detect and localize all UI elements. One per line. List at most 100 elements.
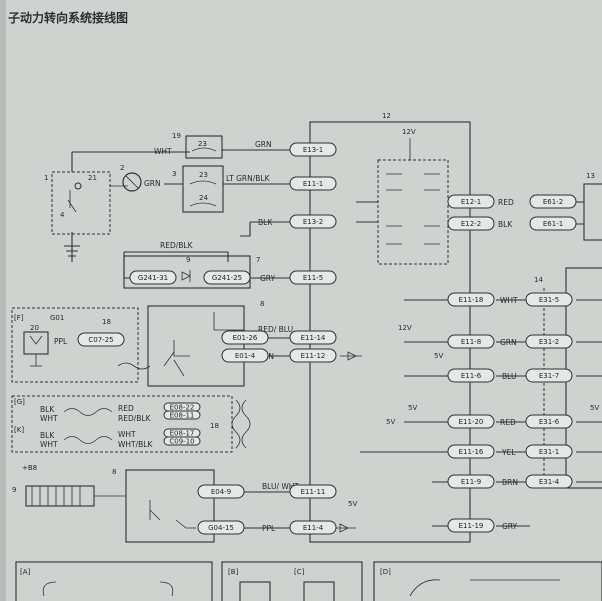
- connector-pill: [447, 194, 495, 209]
- comp16-number: 18: [102, 318, 111, 326]
- comp9-number: 9: [12, 486, 16, 494]
- connector-e61-1: E61-1: [529, 216, 577, 231]
- view-d-shape: [409, 579, 560, 597]
- connector-pill: [221, 348, 269, 363]
- relay-number: 1: [44, 174, 48, 182]
- label-wht-k: WHT: [40, 440, 58, 449]
- connector-label: E11-4: [303, 524, 324, 532]
- fusebox-number: 3: [172, 170, 176, 178]
- connector-e11-18: E11-18: [447, 292, 495, 307]
- connector-pill: [197, 520, 245, 535]
- relay-coil-number: 4: [60, 211, 65, 219]
- connector-pill: [525, 292, 573, 307]
- comp20-symbol: [29, 335, 43, 345]
- connector-pill: [289, 270, 337, 285]
- diode-mid: [340, 351, 362, 361]
- label-b-plus: +B8: [22, 464, 37, 472]
- connector-e08-17: E08-17: [163, 428, 201, 438]
- view-a-box: [15, 561, 213, 601]
- fusebox-elements: [189, 180, 217, 207]
- twisted-vertical: [231, 399, 251, 449]
- connector-e31-7: E31-7: [525, 368, 573, 383]
- connector-pill: [525, 474, 573, 489]
- twisted-g1: [63, 408, 113, 416]
- connector-label: E08-22: [170, 404, 195, 412]
- connector-label: E31-1: [539, 448, 559, 456]
- connector-e08-22: E08-22: [163, 402, 201, 412]
- label-blk-k: BLK: [40, 431, 55, 440]
- view-a-shape: [42, 581, 174, 597]
- connector-label: E11-1: [303, 180, 323, 188]
- connector-c07-25: C07-25: [77, 332, 125, 347]
- connector-pill: [221, 330, 269, 345]
- ignition-switch-needle: [125, 175, 139, 189]
- connector-e11-5: E11-5: [289, 270, 337, 285]
- connector-e31-1: E31-1: [525, 444, 573, 459]
- v-5v-r1: 5V: [434, 352, 443, 360]
- connector-e11-8: E11-8: [447, 334, 495, 349]
- label-blk-motor: BLK: [498, 220, 513, 229]
- connector-pill: [447, 518, 495, 533]
- connector-e11-4: E11-4: [289, 520, 337, 535]
- v-12v-r: 12V: [398, 324, 412, 332]
- connector-pill: [289, 176, 337, 191]
- view-a-label: [A]: [20, 568, 31, 576]
- module10-box: [147, 305, 245, 387]
- label-red-r: RED: [500, 418, 516, 427]
- label-red-motor: RED: [498, 198, 514, 207]
- connector-pill: [289, 520, 337, 535]
- label-ltgrnblk: LT GRN/BLK: [226, 174, 271, 183]
- label-blu-r: BLU: [502, 372, 516, 381]
- page-title: 子动力转向系统接线图: [8, 10, 128, 25]
- label-grn-left: GRN: [144, 179, 161, 188]
- view-d-box: [373, 561, 602, 601]
- connector-e31-4: E31-4: [525, 474, 573, 489]
- connector-label: E08-17: [170, 430, 195, 438]
- connector-e12-1: E12-1: [447, 194, 495, 209]
- connector-label: E11-9: [461, 478, 481, 486]
- connector-layer: E13-1E11-1E13-2E11-5E11-14E11-12E11-11E1…: [77, 142, 577, 535]
- label-redblk: RED/BLK: [160, 241, 194, 250]
- twisted-k1: [63, 436, 113, 444]
- connector-pill: [447, 216, 495, 231]
- twisted-pair-f: [117, 362, 151, 370]
- connector-label: E08-11: [170, 412, 195, 420]
- connector-label: G04-15: [208, 524, 234, 532]
- connector-label: E11-12: [301, 352, 326, 360]
- relay-switch: [74, 182, 82, 190]
- connector-label: E11-16: [459, 448, 484, 456]
- module11-number: 8: [112, 468, 116, 476]
- hbridge-inputs: [356, 201, 378, 223]
- connector-label: E11-20: [459, 418, 484, 426]
- connector-label: E61-2: [543, 198, 563, 206]
- connector-label: C07-25: [88, 336, 113, 344]
- connector-label: E31-6: [539, 418, 560, 426]
- connector-pill: [197, 484, 245, 499]
- connector-pill: [447, 368, 495, 383]
- connector-pill: [129, 270, 177, 285]
- connector-pill: [525, 368, 573, 383]
- connector-g04-15: G04-15: [197, 520, 245, 535]
- connector-e31-6: E31-6: [525, 414, 573, 429]
- connector-e13-2: E13-2: [289, 214, 337, 229]
- label-wht-k2: WHT: [118, 430, 136, 439]
- motor-box: [583, 183, 602, 241]
- connector-pill: [77, 332, 125, 347]
- connector-pill: [529, 216, 577, 231]
- hbridge-fets: [386, 173, 440, 245]
- connector-pill: [289, 330, 337, 345]
- connector-e11-16: E11-16: [447, 444, 495, 459]
- connector-e12-2: E12-2: [447, 216, 495, 231]
- connector-label: E12-1: [461, 198, 481, 206]
- connector-pill: [529, 194, 577, 209]
- section-g-label: [G]: [14, 398, 25, 406]
- connector-e11-12: E11-12: [289, 348, 337, 363]
- connector-label: E61-1: [543, 220, 563, 228]
- connector-e04-9: E04-9: [197, 484, 245, 499]
- connector-label: C09-10: [169, 438, 194, 446]
- connector-label: E13-1: [303, 146, 323, 154]
- connector-label: E01-4: [235, 352, 256, 360]
- connector-e31-2: E31-2: [525, 334, 573, 349]
- connector-e61-2: E61-2: [529, 194, 577, 209]
